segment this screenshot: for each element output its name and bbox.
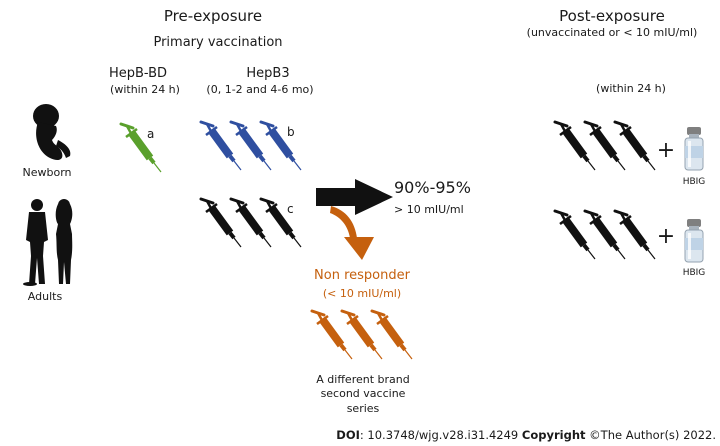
syringes-post-exposure-adults xyxy=(555,211,655,259)
action-line-2: second vaccine xyxy=(320,387,406,401)
post-exposure-timing: (within 24 h) xyxy=(596,82,666,95)
action-line-1: A different brand xyxy=(316,373,410,386)
adults-label: Adults xyxy=(27,290,63,303)
syringes-second-series xyxy=(312,311,412,359)
response-arrow xyxy=(316,179,393,215)
post-exposure-title: Post-exposure xyxy=(559,7,665,25)
hepb-bd-label: HepB-BD xyxy=(108,66,168,81)
non-responder-action: A different brand second vaccine series xyxy=(316,373,409,416)
marker-c: c xyxy=(287,202,294,216)
syringe-hepb-bd xyxy=(121,124,161,172)
newborn-label: Newborn xyxy=(22,166,72,179)
hepb-bd-timing: (within 24 h) xyxy=(110,83,180,96)
syringes-hepb3-adults xyxy=(201,199,301,247)
copyright-text: ©The Author(s) 2022. xyxy=(585,428,716,442)
citation-footer: DOI: 10.3748/wjg.v28.i31.4249 Copyright … xyxy=(336,428,716,442)
syringes-hepb3-newborn xyxy=(201,122,301,170)
hbig-label-newborn: HBIG xyxy=(682,177,706,187)
primary-vaccination-subtitle: Primary vaccination xyxy=(153,35,283,50)
hepb3-timing: (0, 1-2 and 4-6 mo) xyxy=(206,83,314,96)
doi-value: : 10.3748/wjg.v28.i31.4249 xyxy=(359,428,522,442)
non-responder-titer: (< 10 mIU/ml) xyxy=(322,287,402,300)
marker-a: a xyxy=(147,127,155,141)
non-responder-arrow xyxy=(330,206,374,260)
pre-exposure-title: Pre-exposure xyxy=(163,7,263,25)
hepb3-label: HepB3 xyxy=(246,66,290,81)
response-rate: 90%-95% xyxy=(394,178,471,197)
hbig-vial-newborn-icon xyxy=(684,126,704,171)
non-responder-label: Non responder xyxy=(314,268,410,283)
adults-icon xyxy=(23,199,73,286)
syringes-post-exposure-newborn xyxy=(555,122,655,170)
post-exposure-condition: (unvaccinated or < 10 mIU/ml) xyxy=(526,26,698,39)
plus-sign-newborn: + xyxy=(656,138,676,163)
action-line-3: series xyxy=(346,401,380,415)
newborn-icon xyxy=(33,104,71,161)
response-titer: > 10 mIU/ml xyxy=(394,203,464,216)
doi-label: DOI xyxy=(336,428,360,442)
copyright-label: Copyright xyxy=(521,428,586,442)
hbig-vial-adults-icon xyxy=(684,218,704,263)
marker-b: b xyxy=(287,125,295,139)
hbig-label-adults: HBIG xyxy=(682,268,706,278)
plus-sign-adults: + xyxy=(656,224,676,249)
